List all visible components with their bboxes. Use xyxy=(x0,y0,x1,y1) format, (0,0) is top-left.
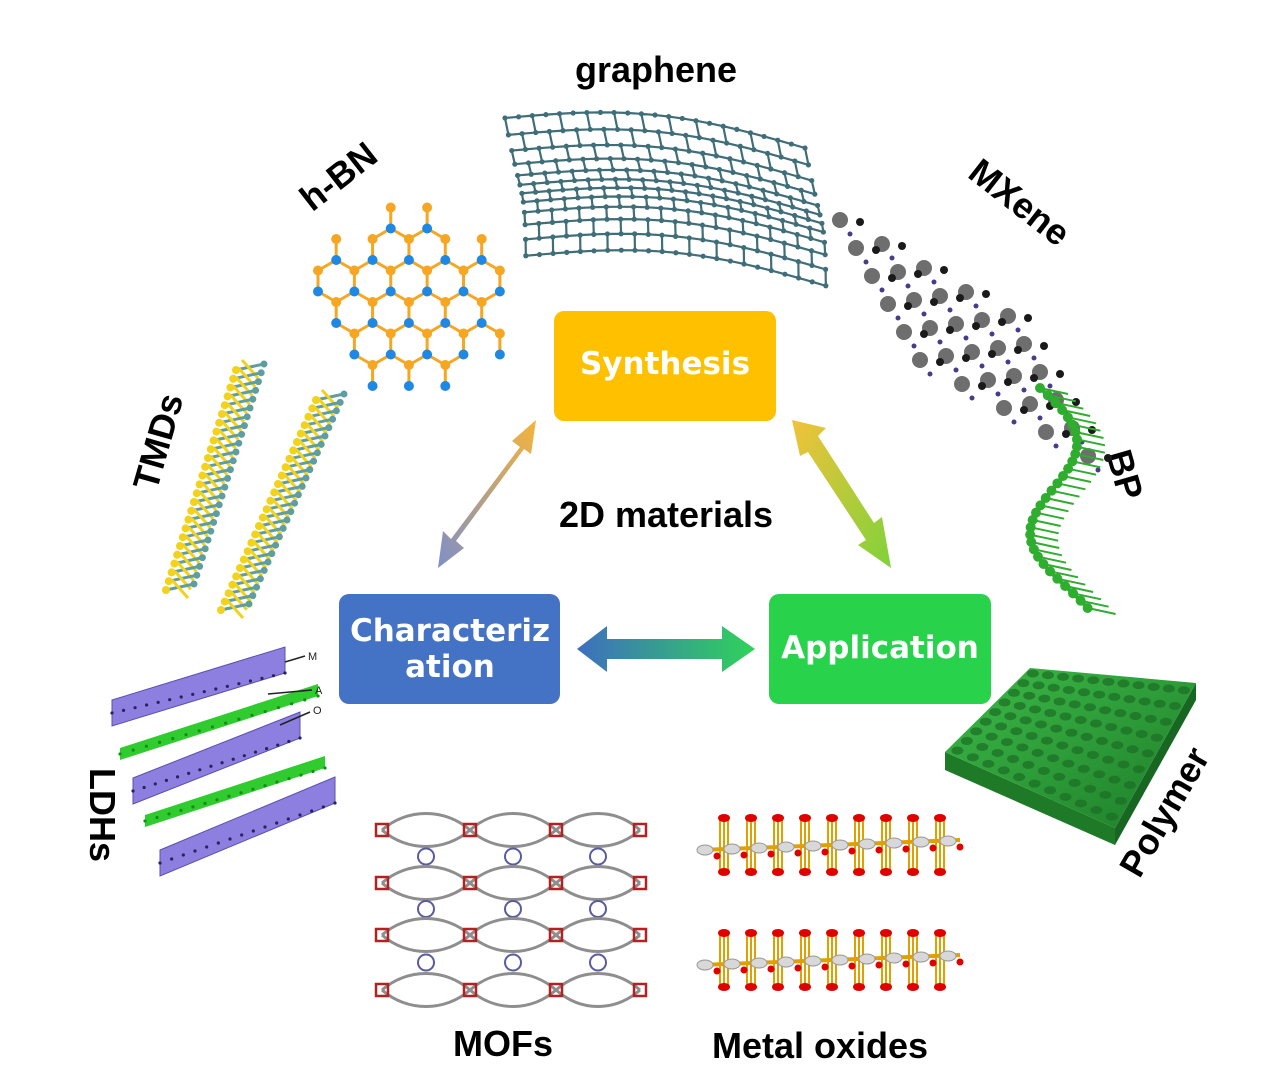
synthesis-box[interactable]: Synthesis xyxy=(554,311,776,421)
label-metal-oxides: Metal oxides xyxy=(712,1025,928,1066)
bp-structure xyxy=(1025,383,1116,615)
ldhs-structure: M A O xyxy=(110,646,337,877)
label-mxene: MXene xyxy=(961,150,1078,254)
ldh-tag-o: O xyxy=(313,705,322,717)
arrow-characterization-application xyxy=(577,626,755,672)
hbn-structure xyxy=(313,202,505,391)
characterization-label-line2: ation xyxy=(405,649,495,685)
label-mofs: MOFs xyxy=(453,1023,553,1064)
characterization-box[interactable]: Characteriz ation xyxy=(339,594,560,704)
ldh-tag-a: A xyxy=(315,685,323,697)
label-tmds: TMDs xyxy=(125,389,191,495)
characterization-label-line1: Characteriz xyxy=(350,613,550,649)
label-ldhs: LDHs xyxy=(82,768,123,862)
graphene-structure xyxy=(502,109,829,289)
arrow-synthesis-application xyxy=(792,420,891,568)
ldh-tag-m: M xyxy=(308,651,317,663)
cycle: Synthesis Characteriz ation Application … xyxy=(339,311,991,704)
label-bp: BP xyxy=(1098,445,1151,504)
polymer-structure xyxy=(945,668,1196,845)
synthesis-label: Synthesis xyxy=(580,346,750,382)
center-label: 2D materials xyxy=(559,494,773,535)
arrow-characterization-synthesis xyxy=(438,420,536,568)
ldh-tag-lines xyxy=(267,655,313,726)
metal-oxides-structure xyxy=(696,814,964,991)
mxene-structure xyxy=(832,212,1112,473)
label-hbn: h-BN xyxy=(292,134,385,219)
tmds-structure xyxy=(162,359,348,619)
application-box[interactable]: Application xyxy=(769,594,991,704)
application-label: Application xyxy=(781,630,979,666)
label-graphene: graphene xyxy=(575,49,737,90)
mofs-structure xyxy=(374,812,648,1008)
